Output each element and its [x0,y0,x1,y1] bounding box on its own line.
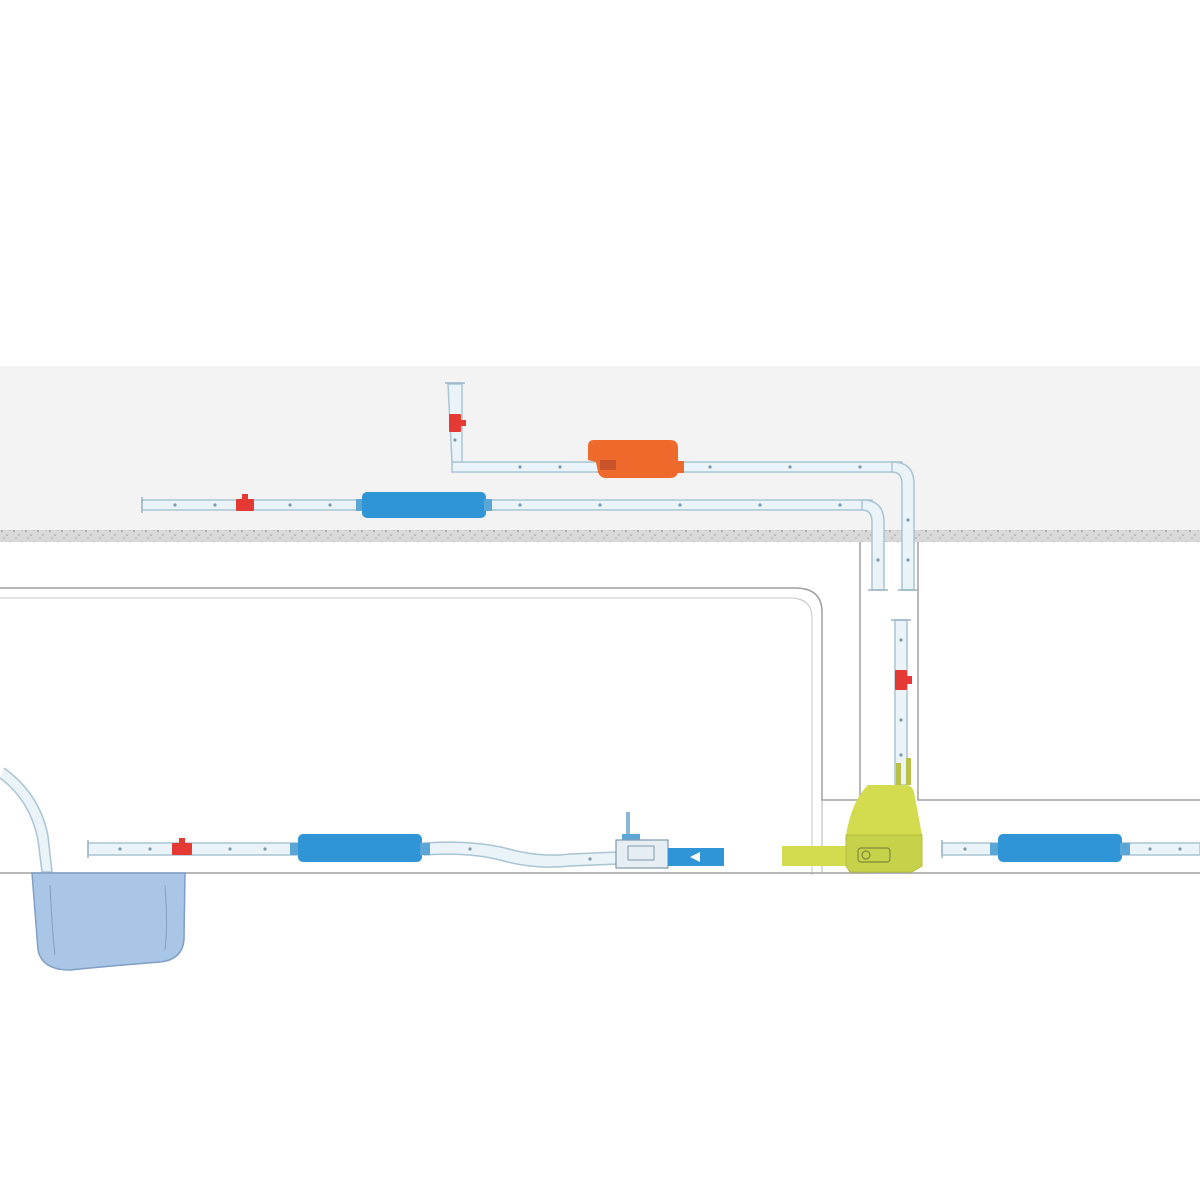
drain-container [31,872,186,971]
tank-pump [782,758,923,873]
inline-pump-lower-left [290,834,430,862]
check-valve-upper-left [236,494,254,511]
flow-arrows-upper [173,438,910,562]
float-switch-unit [615,812,724,869]
check-valve-vertical [895,670,912,690]
room-outline-left [0,542,861,801]
lower-pipe-run-left [87,841,619,868]
check-valve-upper-top [449,414,466,432]
room-outline-right [917,542,1200,801]
inline-pump-upper [356,492,492,518]
inline-pump-lower-right [990,834,1130,862]
drain-outlet-pipe [0,767,53,873]
check-valve-lower [172,838,192,855]
flow-arrows-lower [118,847,1182,861]
room-outline-left-inner [0,597,813,875]
concrete-slab [0,530,1200,542]
mini-pump-orange [588,440,684,478]
